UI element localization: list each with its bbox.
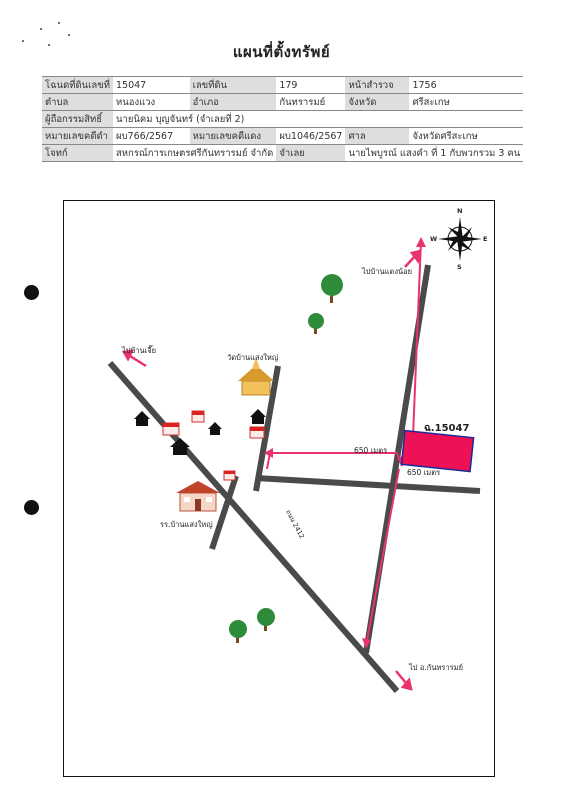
- plaintiff-value: สหกรณ์การเกษตรศรีกันทรารมย์ จำกัด: [113, 144, 277, 162]
- punch-hole: [24, 285, 39, 300]
- house-icon: [208, 422, 222, 435]
- location-map: N S E W ไปบ้านแดงน้อย ไปบ้านเจี๊ย วัดบ้า…: [63, 200, 495, 777]
- defendant-label: จำเลย: [276, 144, 346, 162]
- distance-label-west: 650 เมตร: [354, 446, 388, 455]
- shop-icon: [191, 410, 205, 423]
- info-row: ตำบล หนองแวง อำเภอ กันทรารมย์ จังหวัด ศร…: [42, 93, 524, 111]
- district-label: อำเภอ: [189, 93, 277, 111]
- plot-label: ฉ.15047: [424, 423, 470, 434]
- arrow-to-bottom-head: [400, 677, 413, 691]
- route-line-top: [411, 240, 422, 462]
- tree-icon: [321, 274, 343, 303]
- arrow-to-top-line: [404, 255, 416, 268]
- punch-hole: [24, 500, 39, 515]
- compass-south: S: [457, 263, 462, 271]
- info-row: โจทก์ สหกรณ์การเกษตรศรีกันทรารมย์ จำกัด …: [42, 144, 524, 162]
- compass: N S E W: [430, 207, 490, 271]
- school-label: รร.บ้านแสงใหญ่: [160, 520, 213, 529]
- black-case-label: หมายเลขคดีดำ: [42, 127, 113, 145]
- distance-label-south: 650 เมตร: [407, 468, 441, 477]
- court-value: จังหวัดศรีสะเกษ: [409, 127, 524, 145]
- shops: [162, 410, 265, 481]
- arrow-to-left-line: [129, 354, 147, 368]
- houses: [134, 409, 266, 455]
- arrow-down: [362, 638, 371, 649]
- road-temple: [253, 365, 281, 492]
- to-bottom-label: ไป อ.กันทรารมย์: [409, 663, 464, 672]
- shop-icon: [162, 422, 180, 436]
- direction-arrows: [121, 249, 422, 691]
- property-plot: [400, 429, 475, 473]
- arrow-to-bottom-line: [395, 670, 407, 684]
- red-case-label: หมายเลขคดีแดง: [189, 127, 277, 145]
- district-value: กันทรารมย์: [276, 93, 346, 111]
- black-case-value: ผบ766/2567: [113, 127, 190, 145]
- land-number-value: 179: [276, 76, 346, 94]
- title-deed-value: 15047: [113, 76, 190, 94]
- land-number-label: เลขที่ดิน: [189, 76, 277, 94]
- red-case-value: ผบ1046/2567: [276, 127, 346, 145]
- arrow-to-top-head: [409, 249, 422, 264]
- house-icon: [250, 409, 266, 424]
- road-diagonal: [107, 361, 400, 693]
- subdistrict-label: ตำบล: [42, 93, 113, 111]
- defendant-value: นายไพบูรณ์ แสงคำ ที่ 1 กับพวกรวม 3 คน: [345, 144, 524, 162]
- road-cross: [255, 475, 481, 494]
- arrow-to-left-head: [121, 349, 135, 362]
- shop-icon: [249, 426, 265, 439]
- province-label: จังหวัด: [345, 93, 410, 111]
- house-icon: [134, 411, 150, 426]
- road-school: [209, 475, 239, 550]
- compass-east: E: [483, 235, 488, 243]
- title-deed-label: โฉนดที่ดินเลขที่: [42, 76, 113, 94]
- compass-north: N: [457, 207, 463, 215]
- property-info-table: โฉนดที่ดินเลขที่ 15047 เลขที่ดิน 179 หน้…: [42, 76, 524, 162]
- compass-rose-icon: [438, 217, 482, 261]
- compass-west: W: [430, 235, 438, 243]
- to-left-label: ไปบ้านเจี๊ย: [122, 346, 156, 355]
- temple-icon: [238, 357, 274, 396]
- route-line-main: [365, 468, 400, 647]
- plaintiff-label: โจทก์: [42, 144, 113, 162]
- tree-icon: [229, 620, 247, 643]
- to-top-label: ไปบ้านแดงน้อย: [362, 267, 413, 276]
- subdistrict-value: หนองแวง: [113, 93, 190, 111]
- info-row: หมายเลขคดีดำ ผบ766/2567 หมายเลขคดีแดง ผบ…: [42, 127, 524, 145]
- page-title: แผนที่ตั้งทรัพย์: [232, 43, 331, 61]
- map-canvas: [107, 237, 481, 693]
- shop-icon: [223, 470, 236, 481]
- province-value: ศรีสะเกษ: [409, 93, 524, 111]
- arrow-left: [264, 448, 273, 458]
- survey-page-label: หน้าสำรวจ: [345, 76, 410, 94]
- owner-label: ผู้ถือกรรมสิทธิ์: [42, 110, 113, 128]
- tree-icon: [257, 608, 275, 631]
- court-label: ศาล: [345, 127, 410, 145]
- school-icon: [176, 481, 220, 512]
- temple-label: วัดบ้านแสงใหญ่: [227, 353, 279, 362]
- trees: [229, 274, 343, 643]
- house-icon: [170, 438, 190, 455]
- survey-page-value: 1756: [409, 76, 524, 94]
- owner-value: นายนิคม บุญจันทร์ (จำเลยที่ 2): [113, 110, 524, 128]
- tree-icon: [308, 313, 324, 334]
- arrow-up: [416, 237, 426, 247]
- info-row: ผู้ถือกรรมสิทธิ์ นายนิคม บุญจันทร์ (จำเล…: [42, 110, 524, 128]
- info-row: โฉนดที่ดินเลขที่ 15047 เลขที่ดิน 179 หน้…: [42, 76, 524, 94]
